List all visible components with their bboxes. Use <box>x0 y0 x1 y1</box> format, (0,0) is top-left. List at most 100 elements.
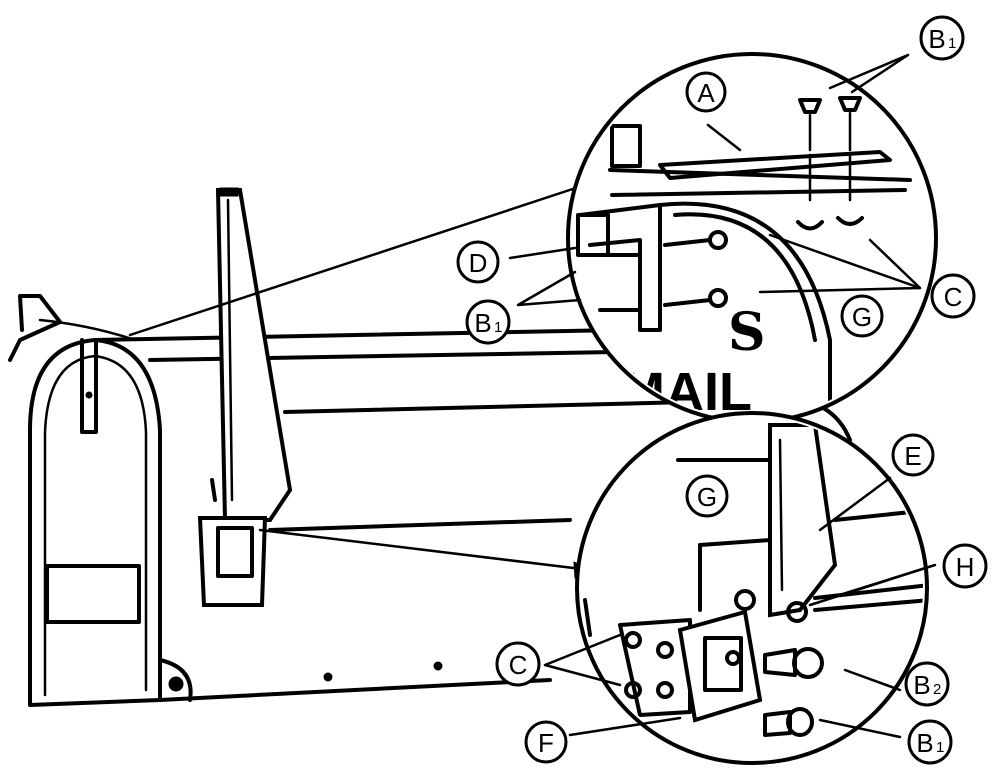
callout-G-top-letter: G <box>852 302 872 332</box>
flag-arm <box>215 188 293 522</box>
arrow-B1-bottom <box>818 718 902 739</box>
arrow-A <box>706 123 742 152</box>
leader-top <box>128 178 602 337</box>
flag-pivot <box>210 478 217 502</box>
callout-H-letter: H <box>956 552 975 582</box>
initial-script: S <box>728 302 766 363</box>
flag-bracket-slot <box>216 526 254 578</box>
screw-B2 <box>763 648 797 677</box>
arrow-B1-left <box>516 270 582 307</box>
box-arch <box>658 201 832 418</box>
callout-G-top: G <box>840 294 884 338</box>
callout-B1-left: B 1 <box>465 299 511 345</box>
nut-1 <box>796 220 824 231</box>
callout-B2-letter: B <box>913 670 930 700</box>
hinge <box>158 658 193 702</box>
flag-bracket <box>197 516 268 607</box>
side-bolt-1 <box>598 238 712 257</box>
rail-plate-edge <box>608 168 912 182</box>
flag-tip <box>219 187 239 197</box>
arrow-C-bottom <box>543 633 622 687</box>
plate-nut-2 <box>624 681 642 699</box>
arrow-E <box>818 476 892 532</box>
callout-D-letter: D <box>469 248 488 278</box>
callout-C-top-letter: C <box>944 282 963 312</box>
inner-bracket-D <box>578 203 662 332</box>
top-detail-circle <box>566 52 938 424</box>
rail-end-tab <box>610 124 642 168</box>
top-detail-view: S MAIL <box>508 52 938 424</box>
callout-H: H <box>942 543 988 589</box>
rivet-1 <box>323 672 333 682</box>
arrow-C-top <box>758 233 922 294</box>
flag-bracket-F-slot <box>703 636 743 692</box>
bottom-detail-view <box>543 411 937 765</box>
label-plate <box>45 564 141 624</box>
plate-nut-3 <box>656 641 674 659</box>
plate-nut-4 <box>656 681 674 699</box>
screw-B1 <box>763 710 792 737</box>
screw-B1-head <box>786 707 814 737</box>
bracket-block <box>576 213 610 257</box>
rivet-2 <box>433 661 443 671</box>
strap-band <box>38 318 137 342</box>
mailbox-bottom-edge <box>158 678 552 702</box>
arrow-H <box>808 563 937 607</box>
side-nut-2 <box>708 288 728 308</box>
callout-B1-top: B 1 <box>919 15 965 61</box>
door-latch <box>80 338 98 434</box>
detail-flag-arm-inner <box>778 438 784 592</box>
arrow-B1-top <box>828 53 910 94</box>
screw-B2-head <box>792 647 824 679</box>
arrow-F <box>568 716 682 737</box>
callout-E-letter: E <box>904 441 921 471</box>
side-nut-1 <box>708 230 728 250</box>
callout-B1-top-letter: B <box>928 24 945 54</box>
rivet-H-2 <box>786 601 808 623</box>
flag-bracket-F <box>677 609 763 723</box>
mailbox-side-line-2 <box>268 518 572 532</box>
short-tick <box>583 598 592 637</box>
callout-B1-left-sub: 1 <box>494 319 502 336</box>
callout-A-letter: A <box>697 78 715 108</box>
callout-C-bottom: C <box>495 641 541 687</box>
callout-B1-top-sub: 1 <box>948 35 956 52</box>
callout-B1-left-letter: B <box>474 308 491 338</box>
bottom-detail-circle <box>575 411 929 765</box>
callout-F-letter: F <box>538 728 554 758</box>
hinge-pin <box>168 676 184 692</box>
mailbox-top-edge <box>93 328 622 342</box>
arrow-D <box>508 246 577 260</box>
latch-hole <box>85 391 93 399</box>
side-bolt-2 <box>598 298 712 312</box>
strap <box>8 294 62 362</box>
callout-B2-sub: 2 <box>933 681 941 698</box>
callout-B1-bottom-letter: B <box>916 728 933 758</box>
bracket-hole <box>725 650 741 666</box>
arrow-B2 <box>843 668 902 692</box>
nut-2 <box>836 216 864 226</box>
box-arch-inner <box>673 212 817 342</box>
flag-arm-inner <box>226 198 234 502</box>
screw-2 <box>838 96 862 202</box>
callout-E: E <box>891 433 935 477</box>
callout-C-bottom-letter: C <box>509 650 528 680</box>
callout-F: F <box>524 720 568 764</box>
screw-1 <box>798 98 822 202</box>
callout-B2: B 2 <box>904 661 950 707</box>
callout-B1-bottom-sub: 1 <box>936 739 944 756</box>
callout-G-bottom-letter: G <box>697 482 717 512</box>
rail-plate <box>658 150 892 180</box>
callout-A: A <box>685 71 727 113</box>
callout-C-top: C <box>930 273 976 319</box>
leader-bottom <box>258 528 592 572</box>
rail-plate-edge-2 <box>610 188 907 197</box>
rivet-H-1 <box>734 589 756 611</box>
callout-D: D <box>456 240 500 284</box>
flag <box>197 187 293 607</box>
callout-G-bottom: G <box>685 474 729 518</box>
callout-B1-bottom: B 1 <box>907 719 953 765</box>
plate-nut-1 <box>624 631 642 649</box>
